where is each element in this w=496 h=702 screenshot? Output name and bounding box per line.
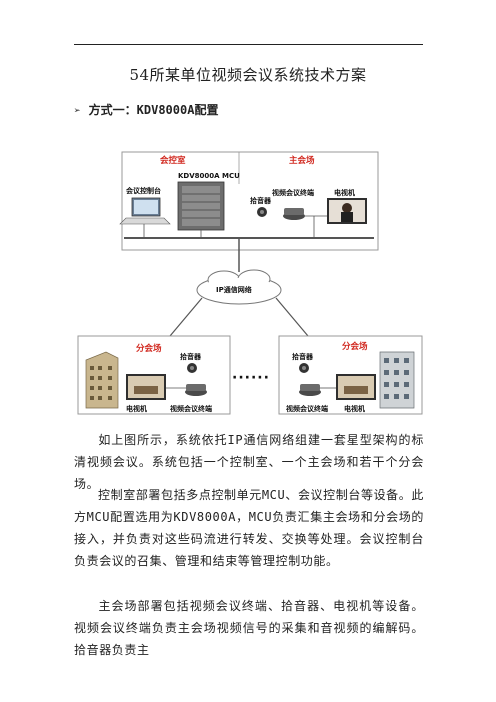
left-link [169,297,203,337]
topology-svg [77,151,423,415]
arrow-bullet-icon: ➢ [74,104,81,117]
paragraph-3: 主会场部署包括视频会议终端、拾音器、电视机等设备。视频会议终端负责主会场视频信号… [74,595,424,661]
microphone-icon-right [299,363,309,373]
meeting-console-label: 会议控制台 [126,187,161,195]
right-pickup-label: 拾音器 [292,353,313,361]
microphone-icon-left [187,363,197,373]
building-icon-right [379,351,415,409]
network-label: IP通信网络 [216,286,252,294]
left-terminal-label: 视频会议终端 [170,405,212,413]
ellipsis-dots: ······ [232,370,270,386]
header-rule [74,44,423,45]
paragraph-1-text: 如上图所示，系统依托IP通信网络组建一套星型架构的标清视频会议。系统包括一个控制… [74,433,424,491]
mcu-rack-icon [177,181,225,231]
control-room-label: 会控室 [160,156,186,166]
section-heading: ➢ 方式一：KDV8000A配置 [74,101,218,118]
tv-screen-icon [327,198,367,224]
left-tv-label: 电视机 [126,405,147,413]
sub-venue-label-left: 分会场 [136,344,162,354]
left-pickup-label: 拾音器 [180,353,201,361]
microphone-icon [257,207,267,217]
video-terminal-icon [283,208,305,220]
right-tv-label: 电视机 [344,405,365,413]
tv-label: 电视机 [334,189,355,197]
laptop-icon [119,197,171,225]
cloud-network-icon [196,269,282,305]
video-terminal-label: 视频会议终端 [272,189,314,197]
video-terminal-icon-left [185,384,207,396]
section-heading-model: KDV8000A配置 [136,103,219,117]
network-topology-diagram: 会控室 主会场 KDV8000A MCU 会议控制台 视频会议终端 电视机 拾音… [74,146,424,416]
video-terminal-icon-right [299,384,321,396]
sub-venue-label-right: 分会场 [342,342,368,352]
main-venue-label: 主会场 [289,156,315,166]
section-heading-label: 方式一： [88,103,137,117]
right-terminal-label: 视频会议终端 [286,405,328,413]
paragraph-1: 如上图所示，系统依托IP通信网络组建一套星型架构的标清视频会议。系统包括一个控制… [74,429,424,495]
right-link [275,297,309,337]
paragraph-3-text: 主会场部署包括视频会议终端、拾音器、电视机等设备。视频会议终端负责主会场视频信号… [74,599,424,657]
mcu-label: KDV8000A MCU [178,172,240,180]
tv-icon-left [126,374,166,400]
paragraph-2-text: 控制室部署包括多点控制单元MCU、会议控制台等设备。此方MCU配置选用为KDV8… [74,488,424,568]
building-icon-left [85,351,119,409]
pickup-label: 拾音器 [250,197,271,205]
tv-icon-right [336,374,376,400]
document-title: 54所某单位视频会议系统技术方案 [129,66,367,84]
paragraph-2: 控制室部署包括多点控制单元MCU、会议控制台等设备。此方MCU配置选用为KDV8… [74,484,424,572]
